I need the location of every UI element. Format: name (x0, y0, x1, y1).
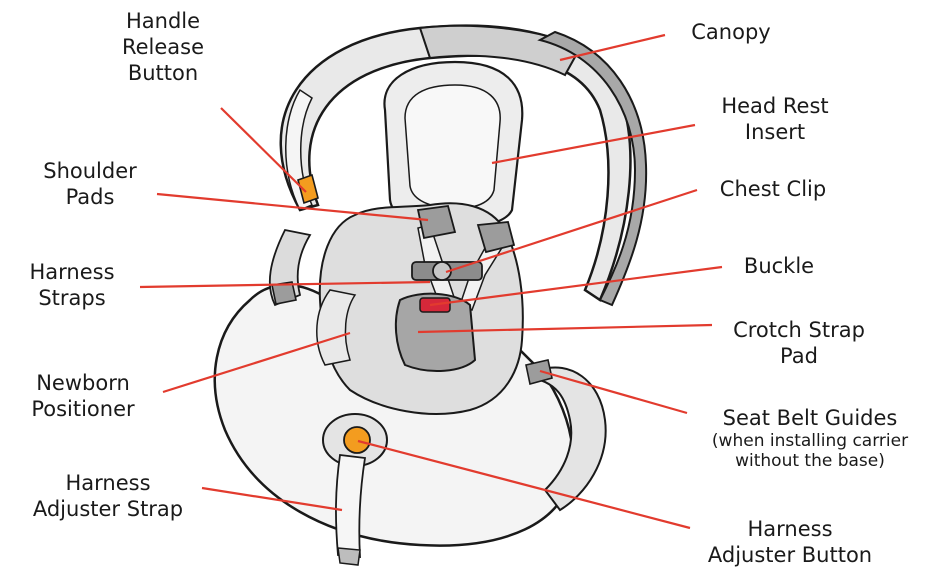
label-harness-straps: Harness Straps (4, 259, 140, 311)
label-line: Insert (700, 119, 850, 145)
label-line: Adjuster Strap (20, 496, 196, 522)
label-note-line: (when installing carrier (690, 431, 930, 451)
label-handle-release-button: Handle Release Button (104, 8, 222, 86)
label-line: Harness (20, 470, 196, 496)
label-line: Canopy (672, 19, 790, 45)
label-newborn-positioner: Newborn Positioner (6, 370, 160, 422)
label-buckle: Buckle (724, 253, 834, 279)
label-line: Newborn (6, 370, 160, 396)
label-line: Pads (22, 184, 158, 210)
label-seat-belt-guides: Seat Belt Guides (when installing carrie… (690, 405, 930, 471)
label-line: Seat Belt Guides (690, 405, 930, 431)
label-line: Pad (714, 343, 884, 369)
label-line: Harness (690, 516, 890, 542)
label-line: Positioner (6, 396, 160, 422)
leader-head-rest (492, 125, 695, 163)
label-line: Shoulder (22, 158, 158, 184)
label-harness-adjuster-button: Harness Adjuster Button (690, 516, 890, 568)
label-line: Handle (104, 8, 222, 34)
label-line: Button (104, 60, 222, 86)
label-line: Straps (4, 285, 140, 311)
label-head-rest-insert: Head Rest Insert (700, 93, 850, 145)
label-shoulder-pads: Shoulder Pads (22, 158, 158, 210)
label-line: Harness (4, 259, 140, 285)
label-canopy: Canopy (672, 19, 790, 45)
label-line: Crotch Strap (714, 317, 884, 343)
label-harness-adjuster-strap: Harness Adjuster Strap (20, 470, 196, 522)
label-line: Release (104, 34, 222, 60)
label-line: Buckle (724, 253, 834, 279)
label-crotch-strap-pad: Crotch Strap Pad (714, 317, 884, 369)
label-chest-clip: Chest Clip (700, 176, 846, 202)
label-line: Head Rest (700, 93, 850, 119)
label-note-line: without the base) (690, 451, 930, 471)
label-line: Adjuster Button (690, 542, 890, 568)
label-line: Chest Clip (700, 176, 846, 202)
